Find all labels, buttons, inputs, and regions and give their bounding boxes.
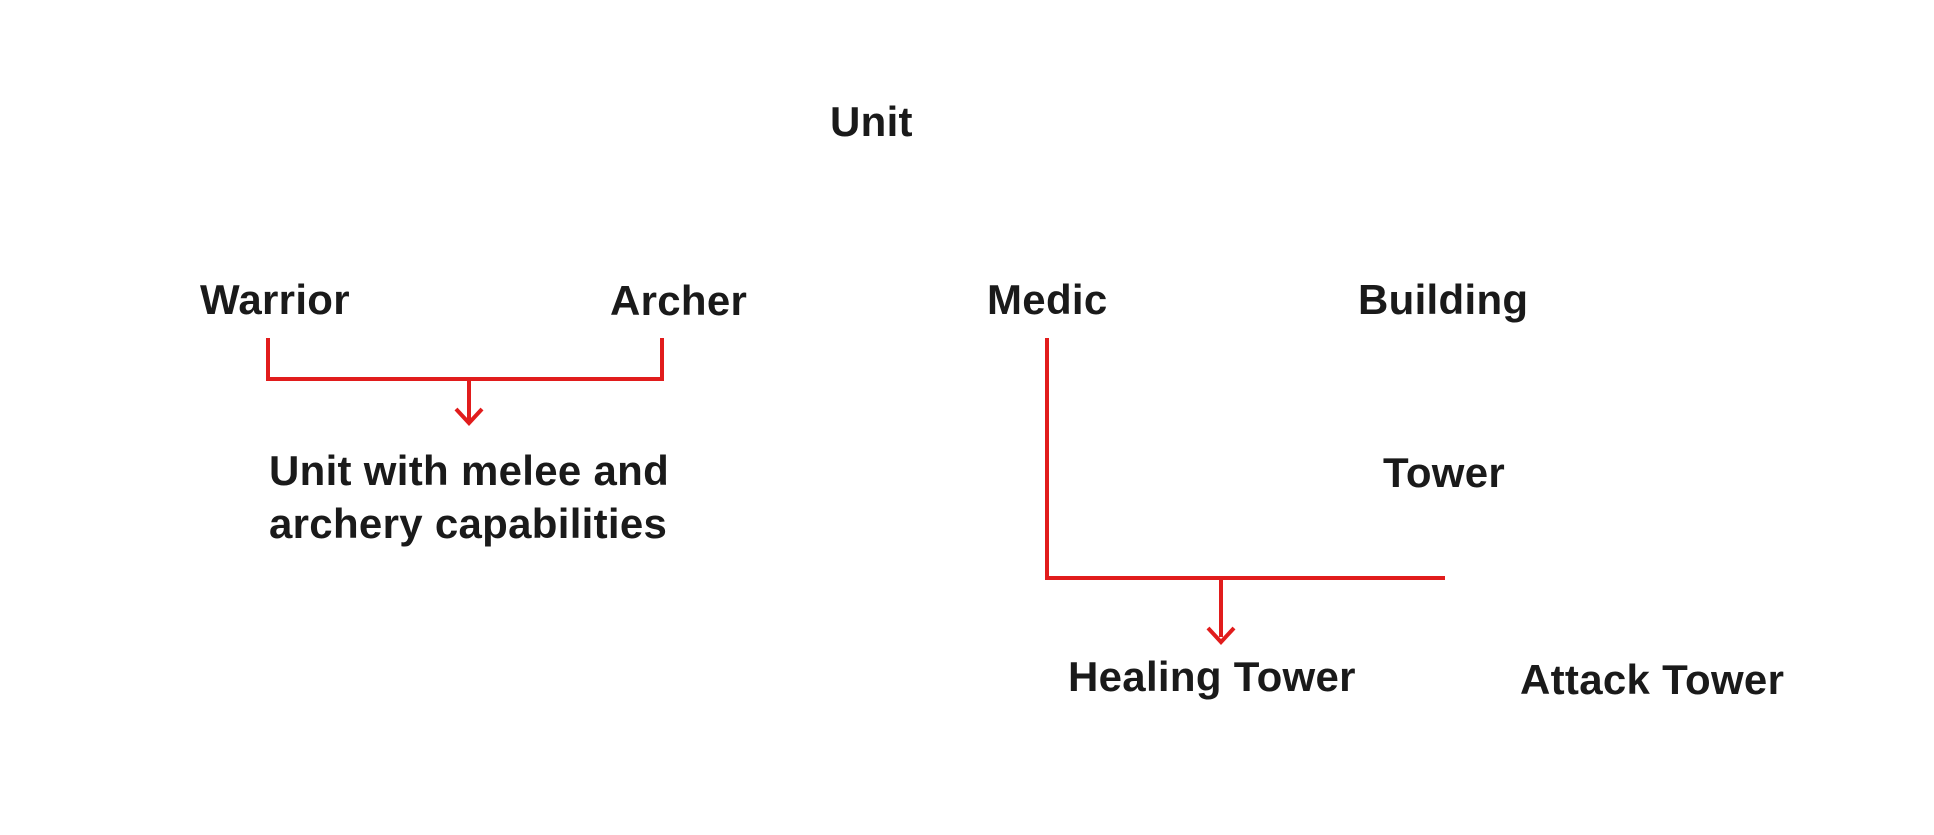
node-building: Building (1358, 276, 1529, 323)
node-unit: Unit (830, 98, 913, 145)
node-archer: Archer (610, 277, 748, 324)
annotation-melee-archery: Unit with melee and archery capabilities (269, 444, 669, 550)
elbow-arrow-down-icon (1206, 626, 1236, 645)
node-healing-tower: Healing Tower (1068, 653, 1356, 700)
medic-elbow-connector (1045, 338, 1445, 580)
annotation-line2: archery capabilities (269, 500, 668, 547)
node-tower: Tower (1383, 449, 1506, 496)
node-attack-tower: Attack Tower (1520, 656, 1785, 703)
warrior-archer-bracket-connector (266, 338, 664, 381)
bracket-arrow-down-icon (454, 407, 484, 426)
node-medic: Medic (987, 276, 1108, 323)
node-warrior: Warrior (200, 276, 350, 323)
annotation-line1: Unit with melee and (269, 447, 670, 494)
